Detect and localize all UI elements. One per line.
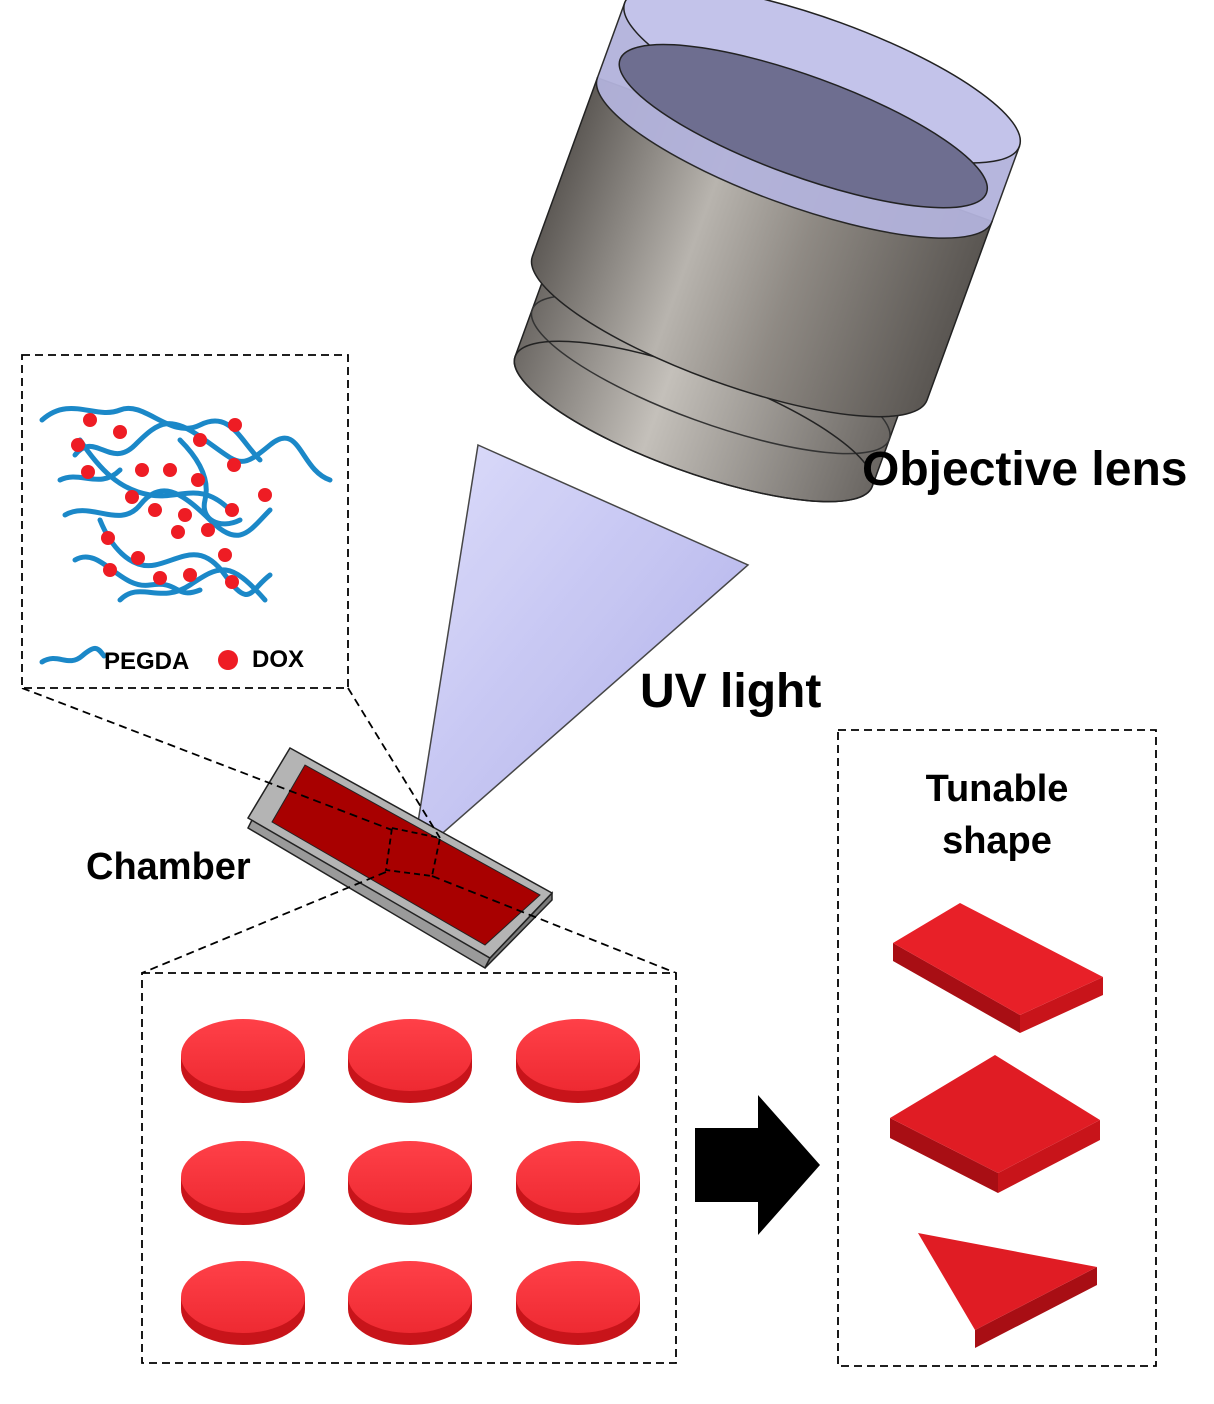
dox-particle — [135, 463, 149, 477]
disk-top — [181, 1261, 305, 1333]
rectangle-side-right — [1020, 977, 1103, 1033]
dox-particle — [228, 418, 242, 432]
focal-zoom-box — [384, 826, 442, 878]
dox-particle — [201, 523, 215, 537]
uv-light-label: UV light — [640, 665, 822, 718]
disk-top — [516, 1019, 640, 1091]
pegda-chain — [97, 517, 273, 597]
hydrogel-disk — [348, 1141, 472, 1225]
disk-top — [181, 1141, 305, 1213]
pegda-chain — [177, 437, 243, 527]
dox-particle — [125, 490, 139, 504]
pegda-network — [39, 405, 333, 603]
dox-particle — [83, 413, 97, 427]
dox-particle — [103, 563, 117, 577]
dox-particle — [225, 575, 239, 589]
dox-particle — [148, 503, 162, 517]
triangle-side — [975, 1267, 1097, 1348]
legend-dox-label: DOX — [252, 646, 305, 673]
chamber-label: Chamber — [86, 846, 251, 888]
pegda-chain — [117, 567, 268, 603]
dox-particle — [153, 571, 167, 585]
chamber — [246, 746, 554, 970]
rectangle-top — [893, 903, 1103, 1015]
uv-beam-cone — [410, 443, 750, 862]
disk-top — [348, 1261, 472, 1333]
rectangle-side-left — [893, 943, 1020, 1033]
disk-top — [181, 1019, 305, 1091]
triangle-top — [918, 1233, 1097, 1330]
disk-grid — [181, 1019, 640, 1345]
dox-particle — [227, 458, 241, 472]
hydrogel-disk — [181, 1261, 305, 1345]
shape-triangle — [918, 1233, 1097, 1348]
hydrogel-disk — [181, 1141, 305, 1225]
square-top — [890, 1055, 1100, 1173]
pegda-chain — [62, 488, 273, 538]
dox-particle — [178, 508, 192, 522]
legend-dox-dot-glyph — [218, 650, 238, 670]
dox-particle — [171, 525, 185, 539]
dox-particle — [218, 548, 232, 562]
dox-particle — [183, 568, 197, 582]
square-side-right — [998, 1120, 1100, 1193]
lens-inner-glass — [618, 43, 989, 209]
lens-body — [530, 76, 994, 418]
uv-beam — [410, 443, 750, 862]
process-arrow — [695, 1095, 820, 1235]
hydrogel-disk — [348, 1261, 472, 1345]
dox-particle — [191, 473, 205, 487]
hydrogel-disk — [348, 1019, 472, 1103]
hydrogel-disk — [516, 1141, 640, 1225]
shape-square — [890, 1055, 1100, 1193]
top-inset-projection-lines — [21, 687, 441, 839]
pegda-chain — [72, 554, 203, 596]
shape-rectangle — [893, 903, 1103, 1033]
dox-particle — [225, 503, 239, 517]
legend-pegda-label: PEGDA — [104, 648, 190, 675]
dox-particle — [193, 433, 207, 447]
disk-top — [348, 1019, 472, 1091]
square-side-left — [890, 1118, 998, 1193]
tunable-shape-label-line1: Tunable — [925, 768, 1069, 810]
disk-top — [516, 1141, 640, 1213]
objective-lens-label: Objective lens — [862, 443, 1188, 496]
tunable-shape-label-line2: shape — [942, 820, 1052, 862]
hydrogel-disk — [181, 1019, 305, 1103]
dox-particle — [81, 465, 95, 479]
legend-pegda-chain-glyph — [39, 646, 107, 665]
dox-particle — [71, 438, 85, 452]
objective-lens — [513, 0, 1022, 503]
bottom-inset-projection-lines — [141, 871, 677, 974]
dox-particle — [163, 463, 177, 477]
hydrogel-disk — [516, 1019, 640, 1103]
hydrogel-disk — [516, 1261, 640, 1345]
disk-top — [348, 1141, 472, 1213]
dox-particle — [258, 488, 272, 502]
dox-particle — [101, 531, 115, 545]
dox-particle — [113, 425, 127, 439]
disk-top — [516, 1261, 640, 1333]
dox-particle — [131, 551, 145, 565]
